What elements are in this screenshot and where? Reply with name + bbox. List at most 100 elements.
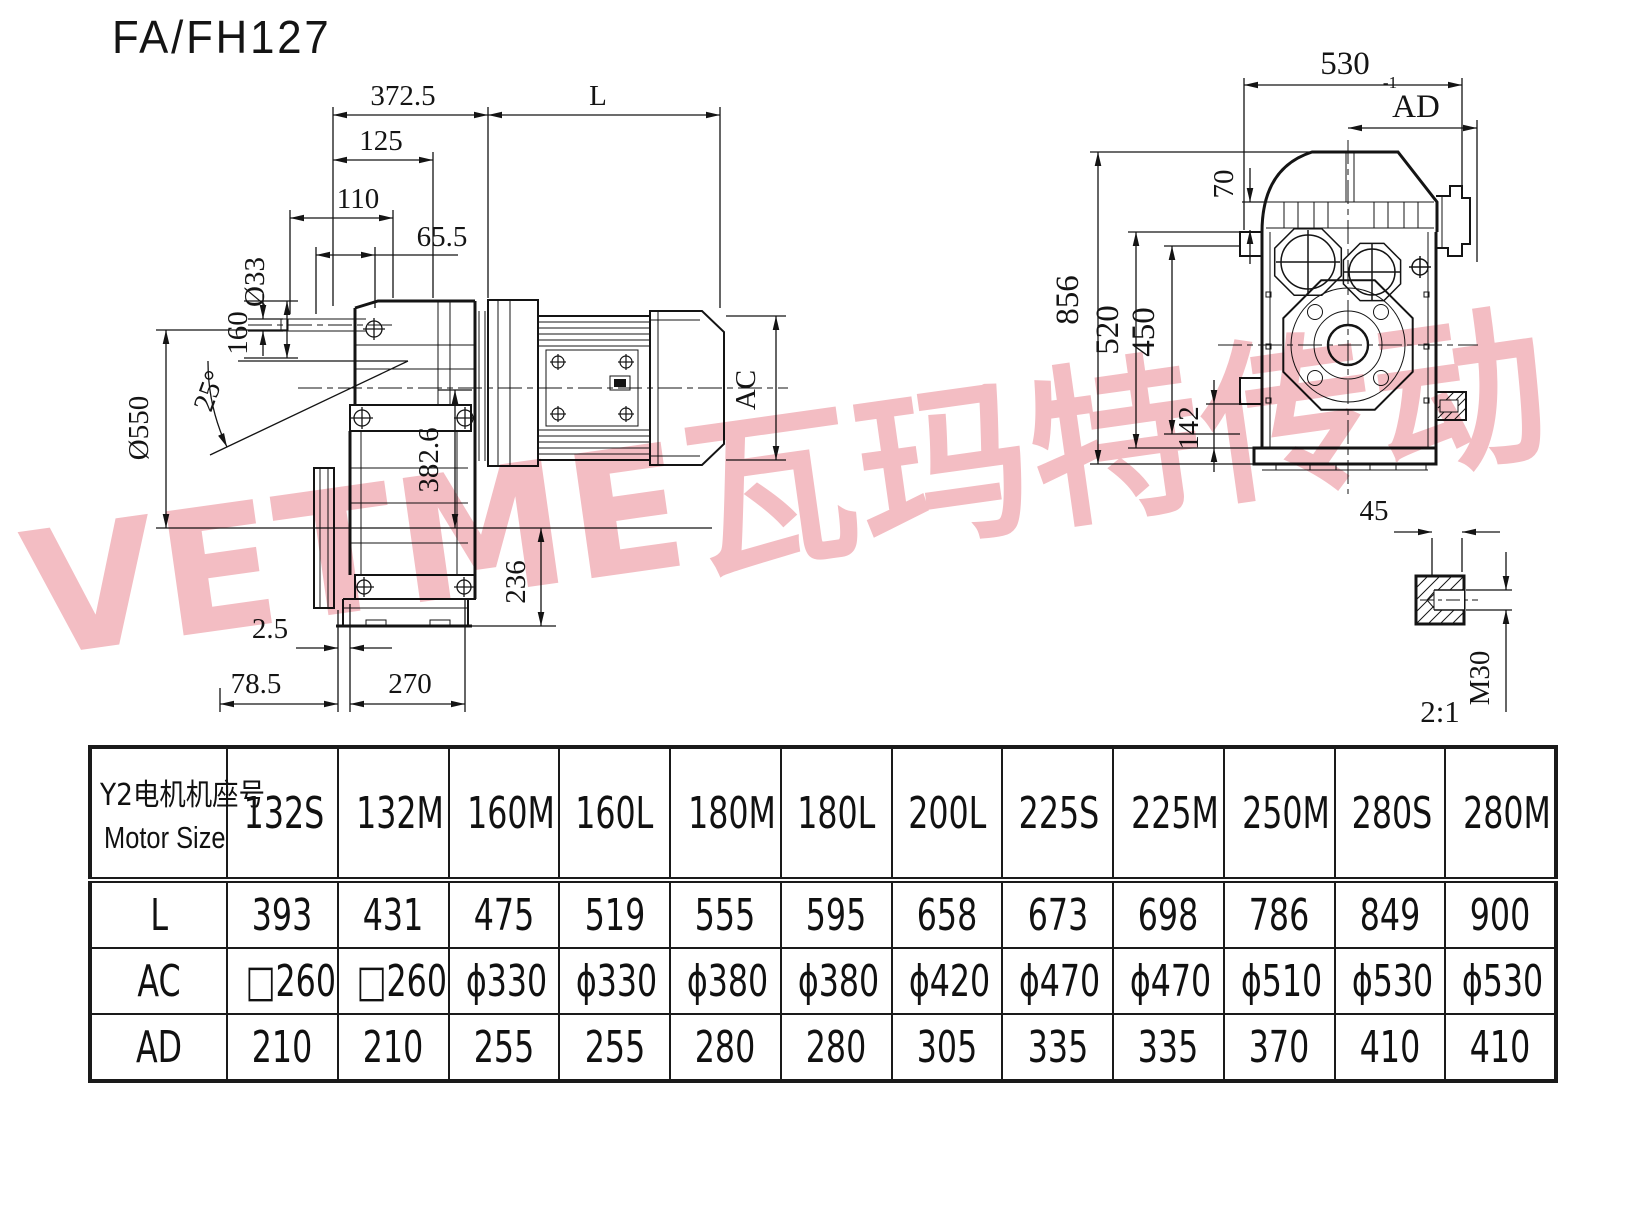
col-header: 180M bbox=[669, 746, 782, 883]
value-cell: 210 bbox=[226, 1013, 339, 1082]
dim-530-tolerance: -1 bbox=[1383, 73, 1397, 92]
dim-125: 125 bbox=[359, 125, 403, 157]
dim-65-5: 65.5 bbox=[417, 221, 468, 253]
front-view-drawing: 530 -1 AD 856 520 450 142 70 45 M30 2:1 bbox=[1050, 46, 1512, 729]
dim-520: 520 bbox=[1090, 305, 1126, 355]
motor-size-header-cn: Y2电机机座号 bbox=[100, 778, 265, 813]
col-header: 280S bbox=[1333, 746, 1447, 883]
dim-270: 270 bbox=[388, 668, 432, 700]
table-row-AD: AD 210 210 255 255 280 280 305 335 335 3… bbox=[89, 1013, 1557, 1082]
dim-450: 450 bbox=[1126, 307, 1162, 357]
col-header: 225M bbox=[1112, 746, 1225, 883]
col-header: 160L bbox=[558, 746, 671, 883]
value-cell: 595 bbox=[779, 879, 893, 949]
value-cell: ϕ510 bbox=[1222, 947, 1336, 1015]
dim-110: 110 bbox=[337, 183, 379, 215]
value-cell: 900 bbox=[1444, 879, 1557, 949]
value-cell: 431 bbox=[336, 879, 450, 949]
torque-bushing bbox=[1435, 391, 1467, 421]
dim-236: 236 bbox=[500, 560, 532, 604]
value-cell: 658 bbox=[890, 879, 1004, 949]
motor-size-table: Y2电机机座号 Motor Size 132S 132M 160M 160L 1… bbox=[88, 745, 1558, 1083]
col-header: 160M bbox=[447, 746, 561, 883]
value-cell: ϕ380 bbox=[669, 947, 782, 1015]
dim-382-6: 382.6 bbox=[413, 427, 445, 492]
value-cell: ϕ530 bbox=[1444, 947, 1557, 1015]
detail-scale-label: 2:1 bbox=[1420, 694, 1460, 729]
value-cell: ϕ380 bbox=[779, 947, 893, 1015]
value-cell: 849 bbox=[1333, 879, 1447, 949]
cooling-fins bbox=[538, 321, 650, 455]
front-view-housing bbox=[1218, 140, 1478, 494]
table-row-AC: AC □260 □260 ϕ330 ϕ330 ϕ380 ϕ380 ϕ420 ϕ4… bbox=[89, 947, 1557, 1015]
value-cell: 673 bbox=[1001, 879, 1114, 949]
row-label: AD bbox=[89, 1013, 228, 1082]
value-cell: 335 bbox=[1112, 1013, 1225, 1082]
value-cell: 280 bbox=[779, 1013, 893, 1082]
value-cell: 475 bbox=[447, 879, 561, 949]
value-cell: □260 bbox=[226, 947, 339, 1015]
col-header: 200L bbox=[890, 746, 1004, 883]
value-cell: 519 bbox=[558, 879, 671, 949]
value-cell: 410 bbox=[1333, 1013, 1447, 1082]
dim-2-5: 2.5 bbox=[252, 613, 288, 645]
motor-side-view bbox=[478, 299, 725, 467]
dim-372-5: 372.5 bbox=[370, 80, 435, 112]
value-cell: 698 bbox=[1112, 879, 1225, 949]
col-header: 225S bbox=[1001, 746, 1114, 883]
dim-angle-25: 25° bbox=[188, 366, 232, 415]
dim-142: 142 bbox=[1173, 406, 1205, 450]
dim-AD: AD bbox=[1392, 89, 1440, 125]
bolt-icon bbox=[351, 318, 476, 597]
col-header: 132S bbox=[226, 746, 339, 883]
dim-45: 45 bbox=[1360, 495, 1389, 527]
value-cell: 255 bbox=[558, 1013, 671, 1082]
value-cell: ϕ470 bbox=[1001, 947, 1114, 1015]
dim-L: L bbox=[589, 80, 607, 112]
dim-78-5: 78.5 bbox=[231, 668, 282, 700]
gearbox-side-view bbox=[248, 299, 788, 628]
dim-856: 856 bbox=[1050, 275, 1086, 325]
dim-160: 160 bbox=[222, 311, 254, 355]
col-header: 280M bbox=[1444, 746, 1557, 883]
row-label: AC bbox=[89, 947, 228, 1015]
value-cell: ϕ330 bbox=[558, 947, 671, 1015]
motor-size-header-en: Motor Size bbox=[104, 820, 226, 855]
shaft-detail-2to1 bbox=[1414, 574, 1478, 626]
oil-plug-boss bbox=[1273, 227, 1431, 302]
side-view-drawing: 372.5 L 125 110 65.5 Ø33 160 25° Ø550 38… bbox=[123, 80, 788, 712]
row-label: L bbox=[89, 879, 228, 949]
col-header: 250M bbox=[1222, 746, 1336, 883]
value-cell: 255 bbox=[447, 1013, 561, 1082]
dim-shaft-dia: Ø33 bbox=[239, 257, 271, 307]
value-cell: 305 bbox=[890, 1013, 1004, 1082]
dim-swing-dia: Ø550 bbox=[123, 396, 155, 460]
col-header: 132M bbox=[336, 746, 450, 883]
value-cell: ϕ530 bbox=[1333, 947, 1447, 1015]
cooling-ribs bbox=[1283, 202, 1419, 228]
page-title: FA/FH127 bbox=[112, 11, 332, 63]
table-header-row: Y2电机机座号 Motor Size 132S 132M 160M 160L 1… bbox=[89, 746, 1557, 883]
value-cell: 410 bbox=[1444, 1013, 1557, 1082]
right-dimension-lines bbox=[1090, 78, 1512, 712]
value-cell: ϕ470 bbox=[1112, 947, 1225, 1015]
bolt-icon bbox=[550, 354, 634, 422]
col-header: 180L bbox=[779, 746, 893, 883]
dim-M30: M30 bbox=[1464, 651, 1496, 706]
value-cell: 280 bbox=[669, 1013, 782, 1082]
table-row-L: L 393 431 475 519 555 595 658 673 698 78… bbox=[89, 879, 1557, 949]
dim-AC: AC bbox=[730, 370, 762, 410]
left-dimension-lines bbox=[156, 107, 786, 712]
value-cell: □260 bbox=[336, 947, 450, 1015]
dim-530: 530 bbox=[1320, 46, 1370, 82]
value-cell: 555 bbox=[669, 879, 782, 949]
value-cell: ϕ330 bbox=[447, 947, 561, 1015]
value-cell: 370 bbox=[1222, 1013, 1336, 1082]
motor-size-header-cell: Y2电机机座号 Motor Size bbox=[89, 746, 265, 883]
value-cell: 210 bbox=[336, 1013, 450, 1082]
value-cell: 393 bbox=[226, 879, 339, 949]
dim-70: 70 bbox=[1208, 170, 1240, 199]
value-cell: ϕ420 bbox=[890, 947, 1004, 1015]
value-cell: 335 bbox=[1001, 1013, 1114, 1082]
value-cell: 786 bbox=[1222, 879, 1336, 949]
